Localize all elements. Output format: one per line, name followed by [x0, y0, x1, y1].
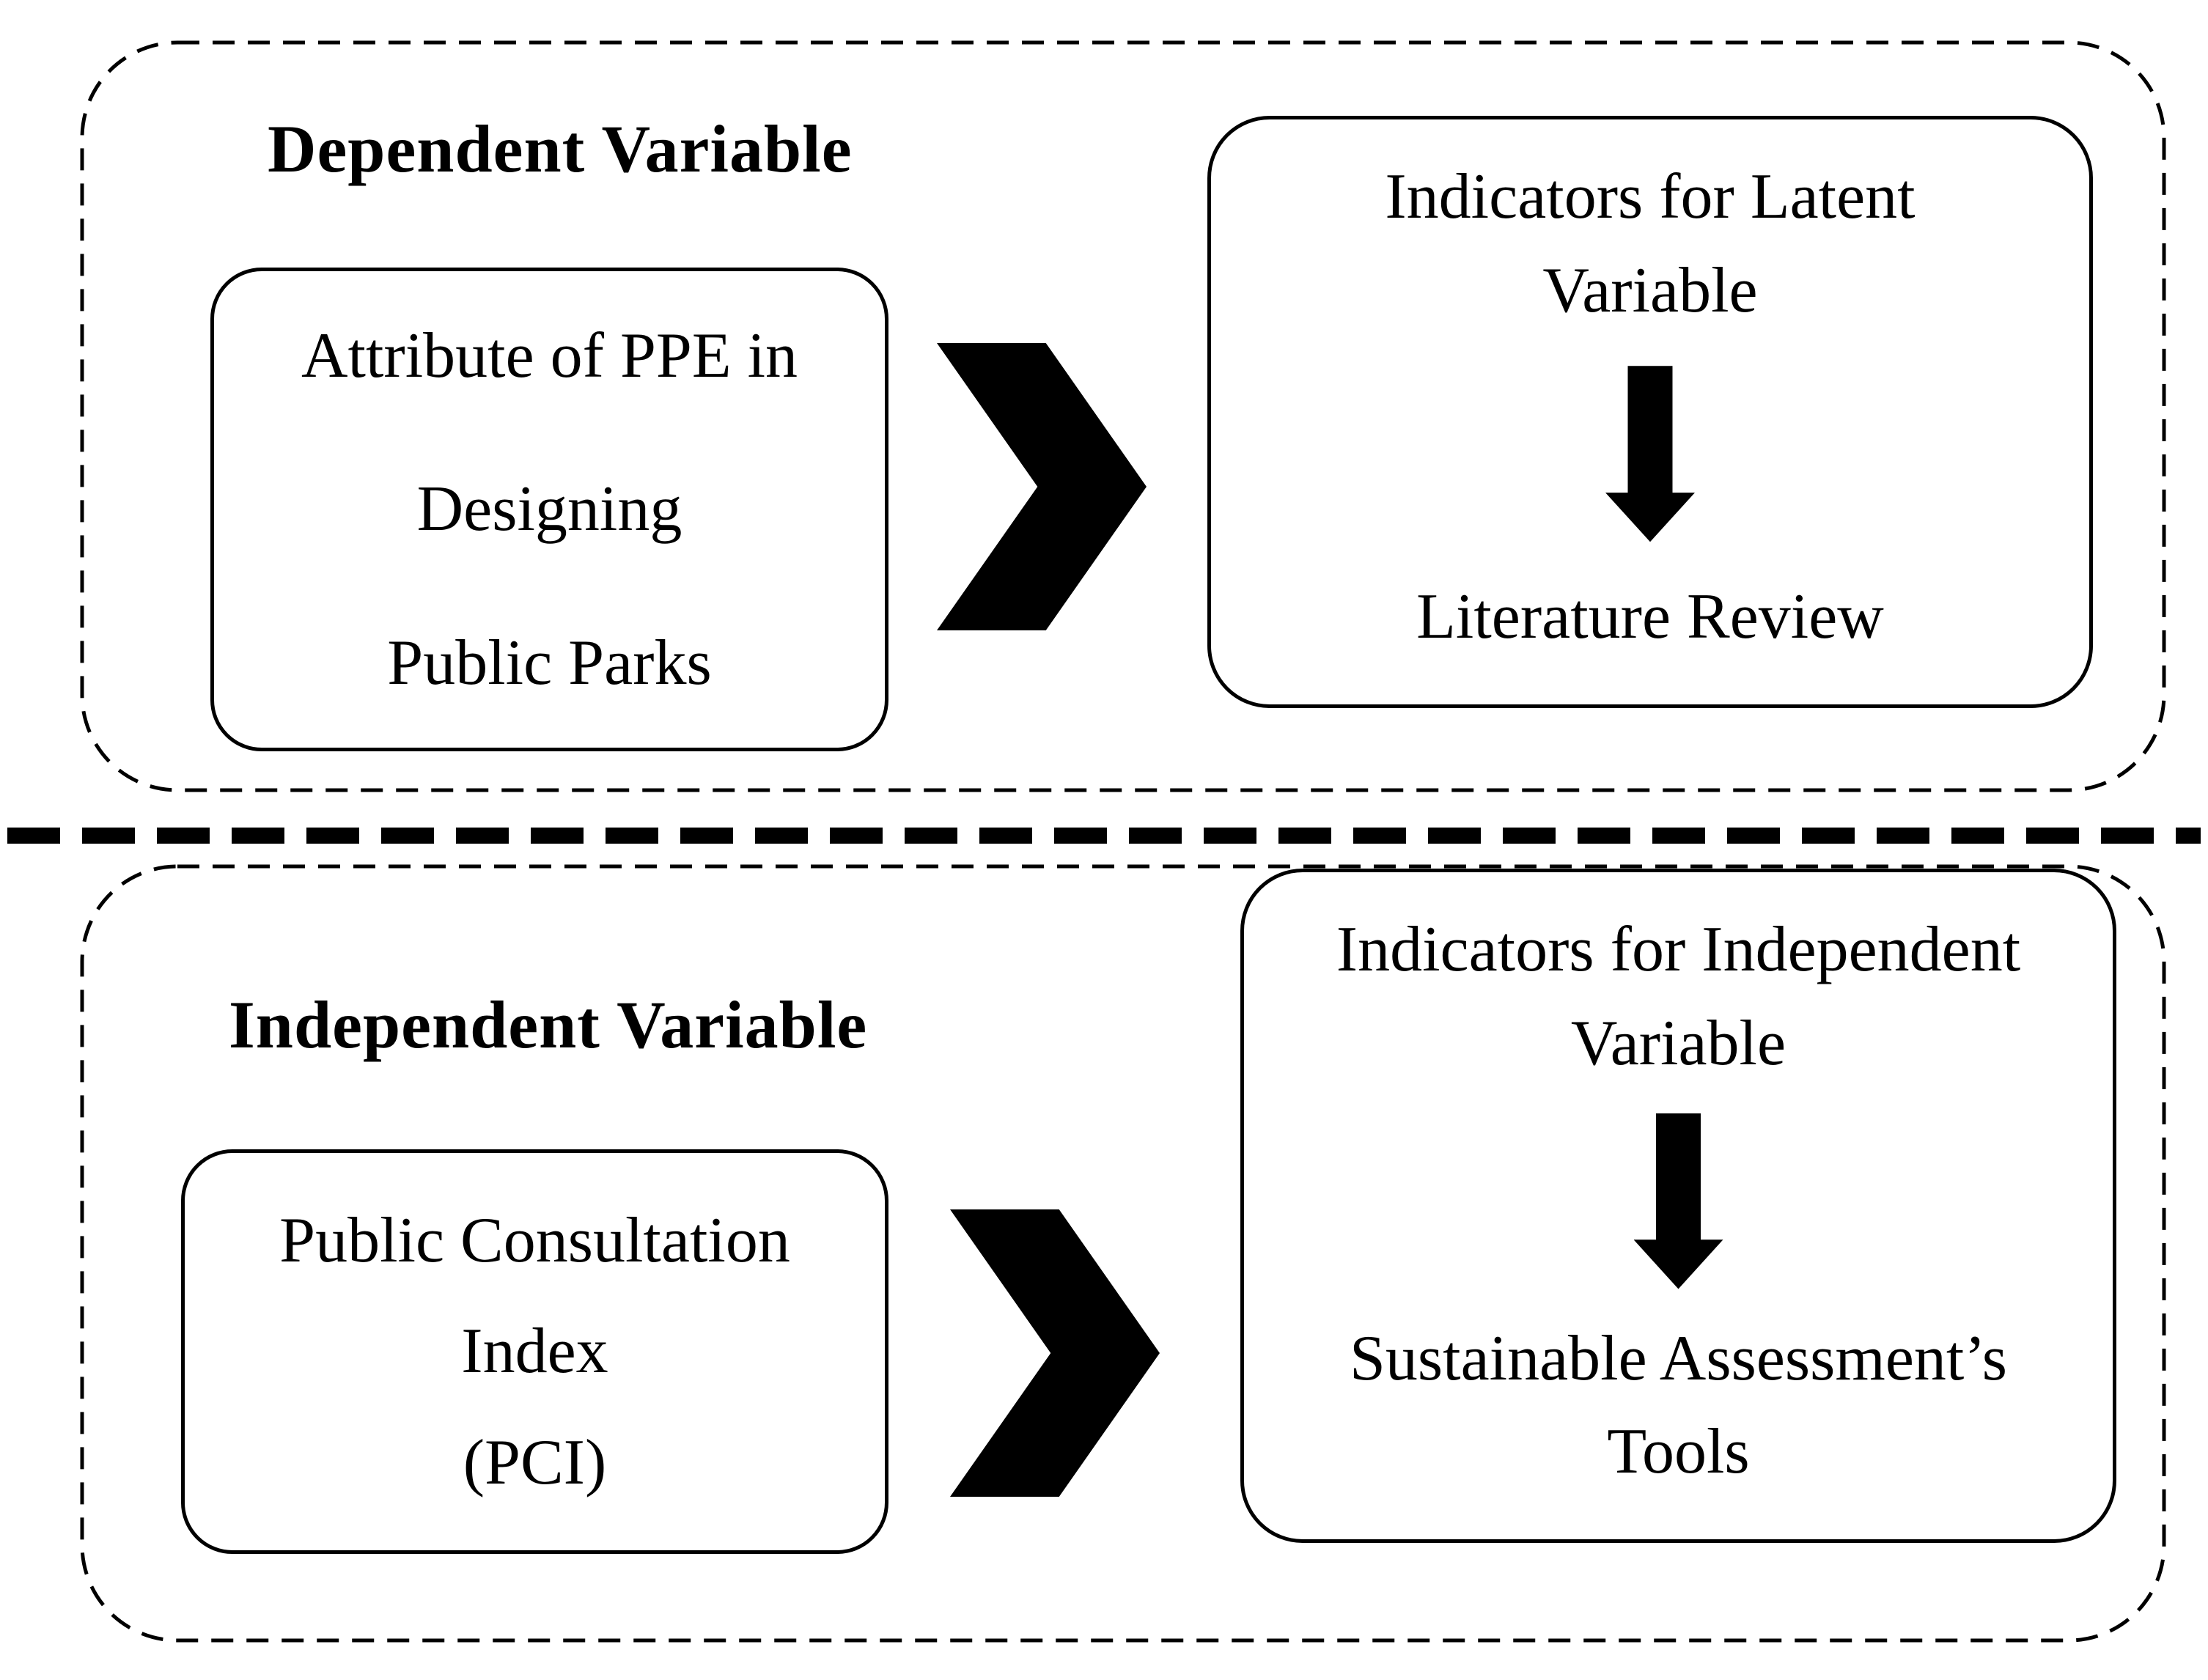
dependent-indicator-title: Indicators for Latent Variable [1385, 161, 1916, 326]
independent-variable-section: Independent Variable Public Consultation… [82, 866, 2164, 1640]
dependent-indicator-result: Literature Review [1416, 581, 1884, 653]
independent-section-dashed-border [80, 864, 2166, 1643]
dependent-section-dashed-border [80, 40, 2166, 792]
independent-variable-label: Independent Variable [229, 987, 868, 1062]
dependent-source-box: Attribute of PPE in Designing Public Par… [210, 268, 888, 751]
dependent-variable-label: Dependent Variable [268, 111, 853, 186]
arrow-down-icon [1633, 1113, 1723, 1289]
dependent-indicator-box: Indicators for Latent Variable Literatur… [1207, 116, 2093, 708]
independent-indicator-title: Indicators for Independent Variable [1336, 914, 2021, 1079]
dependent-variable-section: Dependent Variable Attribute of PPE in D… [82, 43, 2164, 790]
independent-indicator-box: Indicators for Independent Variable Sust… [1240, 869, 2116, 1543]
independent-indicator-result: Sustainable Assessment’s Tools [1349, 1322, 2008, 1488]
arrow-down-icon [1605, 366, 1695, 542]
dependent-source-text: Attribute of PPE in Designing Public Par… [301, 320, 798, 699]
independent-source-text: Public Consultation Index (PCI) [279, 1204, 790, 1498]
independent-source-box: Public Consultation Index (PCI) [181, 1149, 888, 1554]
chevron-right-icon [937, 343, 1147, 630]
chevron-right-icon [950, 1209, 1160, 1497]
